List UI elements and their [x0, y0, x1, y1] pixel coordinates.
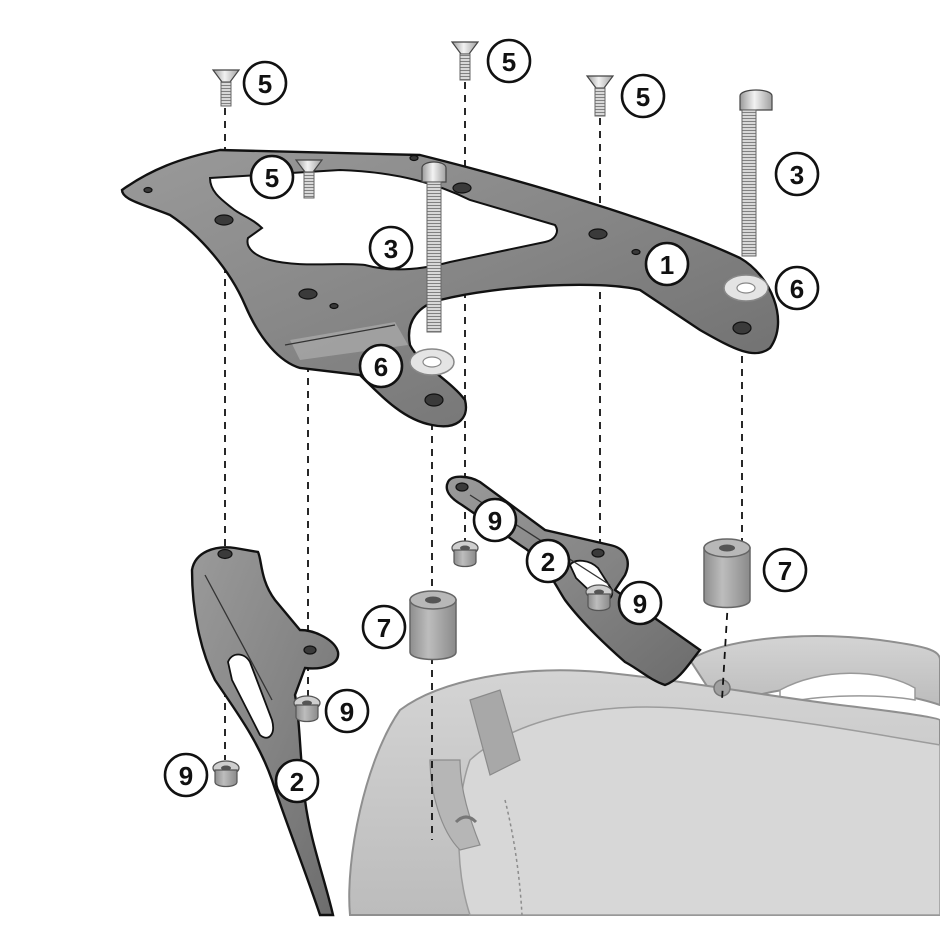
bolt-3-right [739, 89, 773, 257]
bracket-right-hole-top [455, 482, 469, 492]
nut-9-d [212, 760, 240, 788]
bike-side-panel [429, 759, 481, 851]
callout-label: 1 [660, 250, 674, 280]
spacer-7-right [703, 538, 751, 609]
callout-5b: 5 [486, 38, 532, 84]
callout-label: 9 [633, 589, 647, 619]
washer-6-center [409, 348, 455, 376]
nut-9-c [293, 695, 321, 723]
callout-1: 1 [644, 241, 690, 287]
callout-label: 5 [265, 163, 279, 193]
bracket-left-hole-tab [303, 645, 317, 655]
spacer-7-center [409, 590, 457, 661]
side-bracket-left-2 [190, 546, 340, 917]
bike-seat-strap [469, 689, 521, 776]
callout-label: 5 [258, 69, 272, 99]
bracket-left-slot [227, 653, 274, 739]
rack-plate-holes [143, 154, 752, 407]
callout-label: 5 [636, 82, 650, 112]
screw-5-b [450, 41, 480, 81]
bike-rail-window [779, 672, 916, 705]
callout-label: 9 [488, 506, 502, 536]
washer-6-right [723, 274, 769, 302]
callout-3b: 3 [368, 225, 414, 271]
callout-label: 7 [778, 556, 792, 586]
callout-2b: 2 [274, 758, 320, 804]
callout-label: 2 [541, 547, 555, 577]
callout-5c: 5 [620, 73, 666, 119]
rack-plate-highlight [290, 322, 408, 360]
nut-9-a [451, 540, 479, 568]
bike-seat-top [458, 706, 940, 916]
callout-label: 3 [384, 234, 398, 264]
rack-plate-1 [120, 148, 780, 428]
screw-5-d [294, 159, 324, 199]
rack-plate-bend-line [284, 324, 396, 346]
callout-label: 6 [374, 352, 388, 382]
callout-label: 9 [340, 697, 354, 727]
callout-label: 3 [790, 160, 804, 190]
callout-label: 6 [790, 274, 804, 304]
callout-7b: 7 [762, 547, 808, 593]
screw-5-a [211, 69, 241, 107]
screw-5-c [585, 75, 615, 117]
bike-mount-hole [454, 815, 478, 824]
callout-9a: 9 [472, 497, 518, 543]
callout-9c: 9 [324, 688, 370, 734]
callout-label: 9 [179, 761, 193, 791]
callout-6b: 6 [358, 343, 404, 389]
callout-6a: 6 [774, 265, 820, 311]
bracket-right-hole-mid [591, 548, 605, 558]
nut-9-b [585, 584, 613, 612]
callout-7a: 7 [361, 604, 407, 650]
callout-5d: 5 [249, 154, 295, 200]
callout-5a: 5 [242, 60, 288, 106]
bracket-left-fold [204, 574, 273, 701]
callout-label: 2 [290, 767, 304, 797]
callout-label: 7 [377, 613, 391, 643]
callout-3a: 3 [774, 151, 820, 197]
bike-seat-stitching [504, 799, 523, 916]
bolt-3-center [421, 161, 447, 333]
callout-9d: 9 [163, 752, 209, 798]
callouts: 5 5 5 5 3 3 1 6 6 9 9 9 9 2 2 7 7 [163, 38, 820, 804]
rack-plate-cutout [208, 168, 558, 271]
callout-label: 5 [502, 47, 516, 77]
callout-2a: 2 [525, 538, 571, 584]
motorcycle-rear [348, 635, 940, 916]
callout-9b: 9 [617, 580, 663, 626]
bracket-left-hole-top [217, 548, 233, 560]
